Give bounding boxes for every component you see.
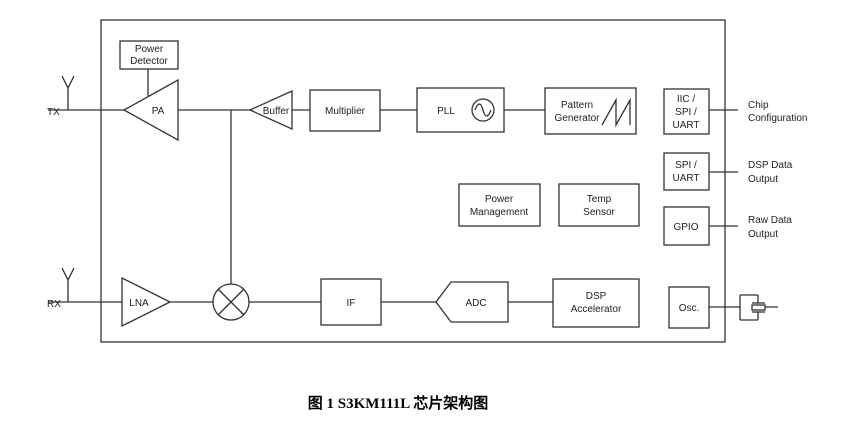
dsp-data-output-label-line2: Output bbox=[748, 174, 778, 185]
adc-label: ADC bbox=[465, 298, 486, 309]
dsp-data-output-label-line1: DSP Data bbox=[748, 160, 793, 171]
lna-label: LNA bbox=[129, 298, 149, 309]
chip-configuration-label-line2: Configuration bbox=[748, 113, 807, 124]
sine-wave-icon bbox=[471, 98, 495, 122]
gpio-block bbox=[663, 206, 710, 246]
iic-spi-uart-block bbox=[663, 88, 710, 135]
temp-sensor-label-line2: Sensor bbox=[583, 207, 615, 218]
rx-antenna-icon bbox=[61, 267, 75, 281]
power-management-label-line2: Management bbox=[470, 207, 529, 218]
tx-label: TX bbox=[47, 107, 60, 118]
raw-data-output-label-line2: Output bbox=[748, 229, 778, 240]
chip-configuration-label-line1: Chip bbox=[748, 100, 769, 111]
raw-data-output-label-line1: Raw Data bbox=[748, 215, 792, 226]
lna-amplifier bbox=[121, 276, 172, 328]
mixer-icon bbox=[212, 283, 250, 321]
pll-label: PLL bbox=[437, 106, 455, 117]
gpio-label: GPIO bbox=[673, 222, 698, 233]
pa-label: PA bbox=[152, 106, 165, 117]
spi-uart-label-line1: SPI / bbox=[675, 160, 697, 171]
buffer-amplifier bbox=[248, 89, 293, 131]
temp-sensor-block bbox=[558, 183, 640, 227]
iic-label: IIC / bbox=[677, 94, 696, 105]
uart-label: UART bbox=[672, 120, 699, 131]
osc-label: Osc. bbox=[679, 303, 700, 314]
multiplier-label: Multiplier bbox=[325, 106, 366, 117]
pattern-generator-label-line1: Pattern bbox=[561, 100, 593, 111]
sawtooth-icon bbox=[601, 97, 631, 128]
power-management-label-line1: Power bbox=[485, 194, 514, 205]
figure-caption: 图 1 S3KM111L 芯片架构图 bbox=[308, 394, 488, 412]
power-detector-block bbox=[119, 40, 179, 70]
power-detector-label-line2: Detector bbox=[130, 56, 168, 67]
buffer-label: Buffer bbox=[263, 106, 290, 117]
pa-amplifier bbox=[122, 78, 179, 142]
spi-uart-label-line2: UART bbox=[672, 173, 699, 184]
spi-label: SPI / bbox=[675, 107, 697, 118]
tx-antenna-icon bbox=[61, 75, 75, 89]
spi-uart-block bbox=[663, 152, 710, 191]
power-management-block bbox=[458, 183, 541, 227]
chip-boundary bbox=[100, 19, 726, 343]
rx-label: RX bbox=[47, 299, 61, 310]
temp-sensor-label-line1: Temp bbox=[587, 194, 612, 205]
osc-block bbox=[668, 286, 710, 329]
crystal-icon bbox=[751, 302, 766, 313]
if-label: IF bbox=[347, 298, 356, 309]
power-detector-label-line1: Power bbox=[135, 44, 164, 55]
dsp-accelerator-label-line2: Accelerator bbox=[571, 304, 622, 315]
adc-block bbox=[435, 281, 509, 323]
multiplier-block bbox=[309, 89, 381, 132]
pattern-generator-label-line2: Generator bbox=[554, 113, 600, 124]
pll-block bbox=[416, 87, 505, 133]
if-block bbox=[320, 278, 382, 326]
dsp-accelerator-label-line1: DSP bbox=[586, 291, 607, 302]
pattern-generator-block bbox=[544, 87, 637, 135]
dsp-accelerator-block bbox=[552, 278, 640, 328]
